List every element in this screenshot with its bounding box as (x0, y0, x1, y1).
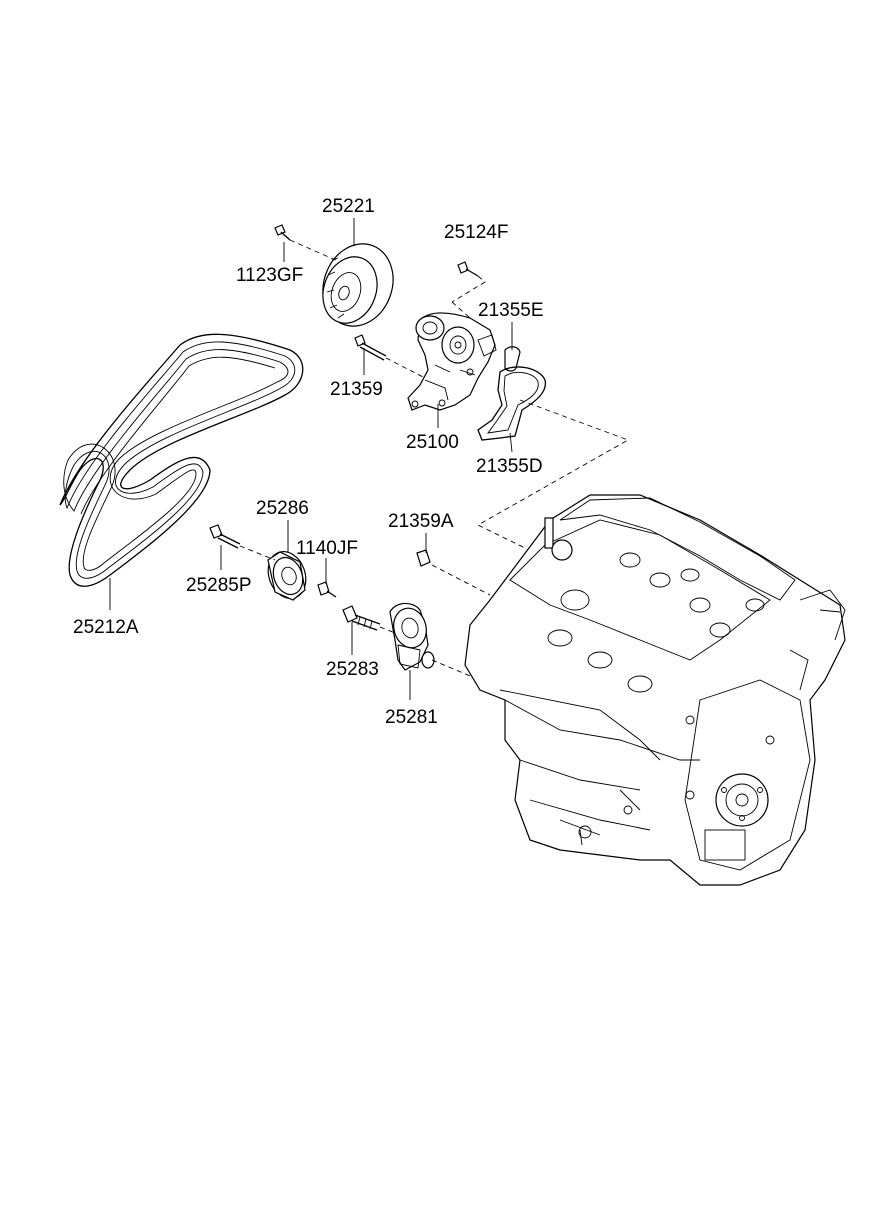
leader-dash (379, 626, 396, 634)
bolt-1140JF[interactable] (317, 581, 337, 598)
label-25281[interactable]: 25281 (385, 707, 438, 728)
label-21355E[interactable]: 21355E (478, 300, 544, 321)
gasket-21355E[interactable] (504, 346, 521, 372)
label-1140JF[interactable]: 1140JF (296, 538, 358, 559)
bolt-21359[interactable] (354, 334, 387, 361)
tensioner-25281[interactable] (389, 602, 435, 671)
label-1123GF[interactable]: 1123GF (236, 265, 303, 286)
leader-dash (239, 545, 276, 561)
label-21355D[interactable]: 21355D (476, 456, 543, 477)
label-25285P[interactable]: 25285P (186, 575, 252, 596)
engine-assembly (464, 494, 846, 886)
label-21359[interactable]: 21359 (330, 379, 383, 400)
leader-dash (289, 239, 341, 263)
leader-dash (451, 275, 486, 303)
idler-pulley-25286[interactable] (262, 546, 312, 603)
leader-dash (451, 301, 630, 549)
drive-belt-25212A[interactable] (59, 333, 304, 587)
water-pump-25100[interactable] (407, 312, 497, 411)
bolt-21359A[interactable] (416, 549, 431, 567)
label-25124F[interactable]: 25124F (444, 222, 508, 243)
label-21359A[interactable]: 21359A (388, 511, 454, 532)
bolt-25124F[interactable] (457, 261, 479, 277)
label-25212A[interactable]: 25212A (73, 617, 139, 638)
label-25286[interactable]: 25286 (256, 498, 309, 519)
leader-dash (385, 357, 426, 379)
label-25283[interactable]: 25283 (326, 659, 379, 680)
label-25100[interactable]: 25100 (406, 432, 459, 453)
water-pump-pulley-25221[interactable] (312, 234, 405, 336)
bolt-1123GF[interactable] (274, 224, 291, 241)
leader-dash (431, 564, 491, 679)
leader-lines (109, 218, 513, 700)
gasket-21355D[interactable] (477, 366, 547, 441)
bolt-25285P[interactable] (209, 524, 241, 549)
bolt-25283[interactable] (342, 605, 381, 631)
label-25221[interactable]: 25221 (322, 196, 375, 217)
